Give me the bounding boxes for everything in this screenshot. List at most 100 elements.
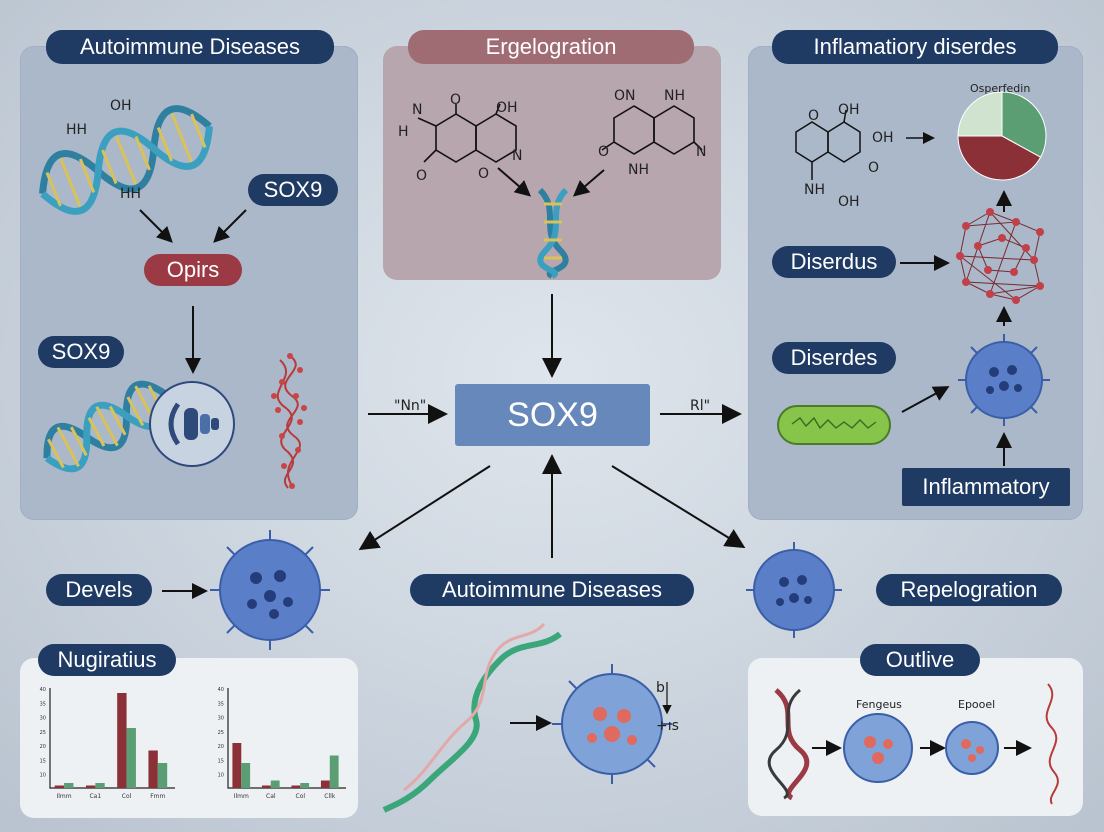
mol-left-oh: OH bbox=[496, 100, 518, 116]
mol-right-n: N bbox=[696, 144, 707, 160]
bar-chart-1-ytick-2: 30 bbox=[40, 716, 46, 722]
arrow-label-left: "Nn" bbox=[394, 398, 427, 414]
mol-left-o3: O bbox=[478, 166, 490, 182]
mol-tr-o2: O bbox=[868, 160, 880, 176]
mol-tr-oh2: OH bbox=[872, 130, 894, 146]
bar-chart-2-ytick-6: 10 bbox=[218, 773, 224, 779]
mol-right-nh2: NH bbox=[628, 162, 649, 178]
bar-chart-1-xlabel-1: Ca1 bbox=[89, 793, 101, 800]
mol-right-o: O bbox=[598, 144, 610, 160]
bar-chart-2-bar-1-1 bbox=[270, 780, 280, 788]
protein-chain-left-beads bbox=[271, 353, 307, 489]
bar-chart-1-xlabel-0: Ilmm bbox=[56, 793, 71, 800]
title-nugiratius: Nugiratius bbox=[38, 644, 176, 676]
pie-chart bbox=[957, 91, 1047, 181]
bar-chart-2-ytick-4: 20 bbox=[218, 744, 224, 750]
bar-chart-2-xlabel-0: Ilmm bbox=[234, 793, 249, 800]
cell-fengeus bbox=[843, 713, 913, 783]
virus-bottom-center bbox=[552, 664, 672, 784]
arrow-center-to-bottomright bbox=[611, 465, 746, 549]
bar-chart-2-xlabel-1: Cal bbox=[266, 793, 276, 800]
bar-chart-2-bar-1-0 bbox=[261, 785, 271, 788]
dna-label-hh-b: HH bbox=[120, 186, 142, 202]
bar-chart-2-bar-3-0 bbox=[320, 780, 330, 788]
mol-tr-oh3: OH bbox=[838, 194, 860, 210]
dna-helix-small bbox=[537, 187, 569, 279]
mol-left-h: H bbox=[398, 124, 409, 140]
bar-chart-1-ytick-1: 35 bbox=[40, 701, 46, 707]
virus-top-right bbox=[958, 334, 1050, 426]
label-fengeus: Fengeus bbox=[856, 698, 902, 711]
protein-chain-right bbox=[1045, 683, 1059, 805]
center-sox9: SOX9 bbox=[455, 384, 650, 446]
bar-chart-2-xlabel-2: Col bbox=[296, 793, 306, 800]
mol-left-n1: N bbox=[412, 102, 423, 118]
panel-nugiratius bbox=[20, 658, 358, 818]
annot-b: b bbox=[656, 680, 665, 696]
bar-chart-2-ytick-2: 30 bbox=[218, 716, 224, 722]
title-outlive: Outlive bbox=[860, 644, 980, 676]
bar-chart-1-xlabel-3: Fmm bbox=[150, 793, 165, 800]
bar-chart-1-bar-0-1 bbox=[64, 783, 74, 788]
label-epooel: Epooel bbox=[958, 698, 996, 711]
title-autoimmune-diseases: Autoimmune Diseases bbox=[46, 30, 334, 64]
panel-outlive bbox=[748, 658, 1083, 816]
tag-sox9-a: SOX9 bbox=[248, 174, 338, 206]
bar-chart-1-ytick-5: 15 bbox=[40, 758, 46, 764]
bar-chart-1-ytick-3: 25 bbox=[40, 730, 46, 736]
virus-bottom-left bbox=[210, 530, 330, 650]
bar-chart-2-xlabel-3: Cllk bbox=[324, 793, 336, 800]
tag-inflammatory: Inflammatory bbox=[902, 468, 1070, 506]
mol-left-o: O bbox=[450, 92, 462, 108]
bar-chart-1-bar-1-0 bbox=[85, 785, 96, 788]
tag-sox9-b: SOX9 bbox=[38, 336, 124, 368]
pie-slice-1 bbox=[957, 135, 1042, 181]
bar-chart-2-bar-3-1 bbox=[329, 755, 339, 788]
dna-label-oh: OH bbox=[110, 98, 132, 114]
virus-bottom-right bbox=[746, 542, 842, 638]
molecule-left bbox=[417, 103, 517, 163]
molecule-top-right bbox=[795, 109, 861, 180]
mol-tr-o1: O bbox=[808, 108, 820, 124]
bar-chart-2-bar-0-0 bbox=[232, 743, 242, 788]
pie-label: Osperfedin bbox=[970, 82, 1031, 95]
bar-chart-1-ytick-4: 20 bbox=[40, 744, 46, 750]
network-graph bbox=[956, 208, 1044, 304]
bar-chart-2-ytick-0: 40 bbox=[218, 687, 224, 693]
bar-chart-1-bar-2-1 bbox=[126, 728, 136, 788]
annot-plus: +ıs bbox=[656, 718, 679, 734]
pie-slice-0 bbox=[1001, 91, 1047, 158]
receptor-icon bbox=[149, 381, 235, 467]
bar-chart-1-ytick-0: 40 bbox=[40, 687, 46, 693]
bar-chart-1-xlabel-2: Col bbox=[122, 793, 132, 800]
tag-opirs: Opirs bbox=[144, 254, 242, 286]
bar-chart-1-bar-3-1 bbox=[157, 763, 168, 788]
cell-epooel bbox=[945, 721, 999, 775]
title-ergelogration: Ergelogration bbox=[408, 30, 694, 64]
bar-chart-2-bar-2-1 bbox=[300, 783, 310, 788]
tag-repelogration: Repelogration bbox=[876, 574, 1062, 606]
pie-slice-2 bbox=[957, 91, 1003, 137]
mol-left-n2: N bbox=[512, 148, 523, 164]
mol-tr-nh: NH bbox=[804, 182, 825, 198]
bar-chart-1-bar-0-0 bbox=[54, 785, 65, 788]
molecule-right bbox=[601, 105, 703, 155]
mol-right-nh: NH bbox=[664, 88, 685, 104]
bar-chart-1-bar-3-0 bbox=[148, 750, 158, 788]
bar-chart-1-bar-2-0 bbox=[117, 693, 127, 788]
bar-chart-2-ytick-3: 25 bbox=[218, 730, 224, 736]
bar-chart-2-bar-2-0 bbox=[291, 785, 301, 788]
bar-chart-2-ytick-5: 15 bbox=[218, 758, 224, 764]
tag-diserdes: Diserdes bbox=[772, 342, 896, 374]
tag-devels: Devels bbox=[46, 574, 152, 606]
dna-helix-red bbox=[767, 688, 810, 801]
mol-right-on: ON bbox=[614, 88, 636, 104]
bar-chart-2-bar-0-1 bbox=[241, 763, 251, 788]
arrow-label-right: Rl" bbox=[690, 398, 711, 414]
title-inflamatiory-diserdes: Inflamatiory diserdes bbox=[772, 30, 1058, 64]
bar-chart-1-ytick-6: 10 bbox=[40, 773, 46, 779]
dna-label-hh-a: HH bbox=[66, 122, 88, 138]
